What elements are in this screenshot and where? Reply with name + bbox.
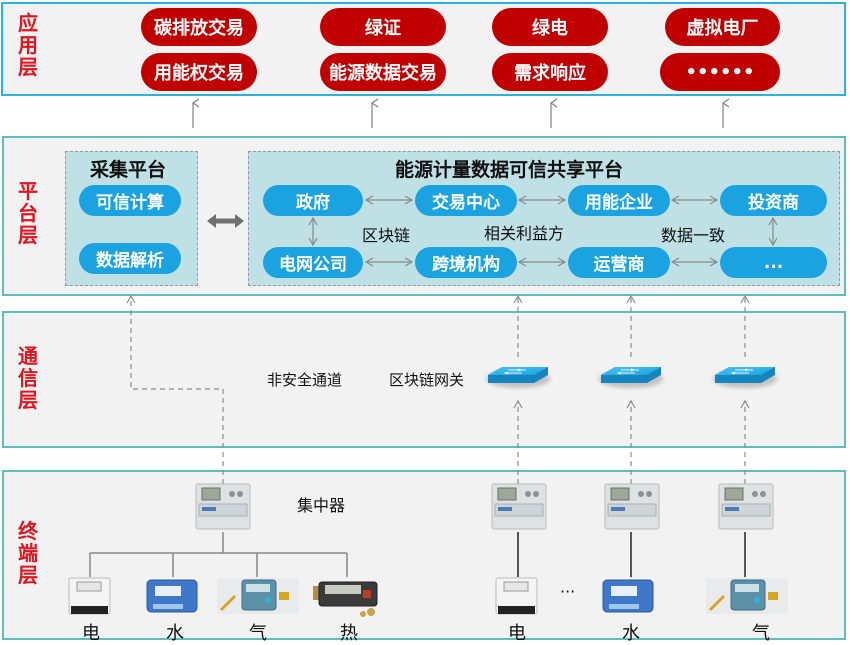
- gas-meter-icon-2: [706, 578, 788, 614]
- device-ellipsis: ···: [560, 582, 576, 601]
- node-investor: 投资商: [720, 185, 827, 216]
- water-meter-icon-1: [146, 579, 198, 613]
- node-more: ...: [720, 247, 827, 278]
- electricity-meter-icon-2: [495, 577, 538, 615]
- terminal-layer: [2, 470, 846, 640]
- concentrator-icon-1: [195, 483, 251, 530]
- communication-layer-label: 通信层: [18, 344, 38, 412]
- device-label-heat: 热: [340, 623, 358, 644]
- app-carbon-trading: 碳排放交易: [141, 8, 257, 46]
- device-label-gas: 气: [249, 623, 267, 644]
- app-energy-right-trading: 用能权交易: [141, 53, 257, 91]
- communication-layer: [2, 311, 846, 448]
- app-energy-data-trading: 能源数据交易: [320, 53, 446, 91]
- app-more: ••••••: [660, 53, 780, 91]
- concentrator-icon-4: [718, 483, 774, 530]
- blockchain-gateway-icon-3: [713, 367, 777, 388]
- node-grid-company: 电网公司: [263, 247, 363, 278]
- collection-platform-title: 采集平台: [90, 159, 167, 181]
- water-meter-icon-2: [602, 579, 654, 613]
- platform-layer-label: 平台层: [18, 179, 38, 247]
- gateway-paths: [517, 297, 746, 484]
- heat-meter-icon: [313, 581, 378, 617]
- device-label-gas-2: 气: [752, 623, 770, 644]
- node-arrows: [313, 200, 773, 262]
- device-label-water: 水: [166, 623, 184, 644]
- blockchain-gateway-label: 区块链网关: [389, 371, 465, 389]
- concentrator-icon-2: [491, 483, 547, 530]
- trusted-computing: 可信计算: [79, 185, 181, 216]
- blockchain-gateway-icon-2: [599, 367, 663, 388]
- terminal-layer-label: 终端层: [18, 519, 38, 587]
- insecure-channel-path: [130, 297, 224, 484]
- sharing-platform-title: 能源计量数据可信共享平台: [395, 159, 624, 181]
- concentrator-label: 集中器: [297, 496, 346, 515]
- node-energy-enterprise: 用能企业: [568, 185, 670, 216]
- node-trading-center: 交易中心: [415, 185, 517, 216]
- node-government: 政府: [263, 185, 363, 216]
- gateway-arrowheads: [513, 294, 750, 409]
- data-parsing: 数据解析: [79, 243, 181, 274]
- device-label-electricity-2: 电: [508, 623, 526, 644]
- bidirectional-thick-arrow: [207, 214, 244, 228]
- app-demand-response: 需求响应: [492, 53, 608, 91]
- right-device-links: [517, 532, 746, 577]
- node-operator: 运营商: [568, 247, 670, 278]
- gas-meter-icon-1: [217, 578, 299, 614]
- application-layer-label: 应用层: [18, 11, 38, 79]
- blockchain-gateway-icon-1: [486, 367, 550, 388]
- device-label-water-2: 水: [622, 623, 640, 644]
- app-green-certificate: 绿证: [320, 8, 446, 46]
- note-data-consistency: 数据一致: [661, 226, 726, 245]
- note-blockchain: 区块链: [362, 226, 411, 245]
- node-cross-border-institution: 跨境机构: [415, 247, 517, 278]
- app-green-power: 绿电: [492, 8, 608, 46]
- device-label-electricity: 电: [82, 623, 100, 644]
- platform-to-app-arrows: [193, 103, 723, 128]
- electricity-meter-icon-1: [68, 577, 111, 615]
- app-virtual-power-plant: 虚拟电厂: [665, 8, 780, 46]
- insecure-channel-label: 非安全通道: [267, 371, 343, 389]
- note-stakeholders: 相关利益方: [484, 224, 565, 243]
- concentrator-icon-3: [604, 483, 660, 530]
- concentrator-tree: [89, 532, 348, 577]
